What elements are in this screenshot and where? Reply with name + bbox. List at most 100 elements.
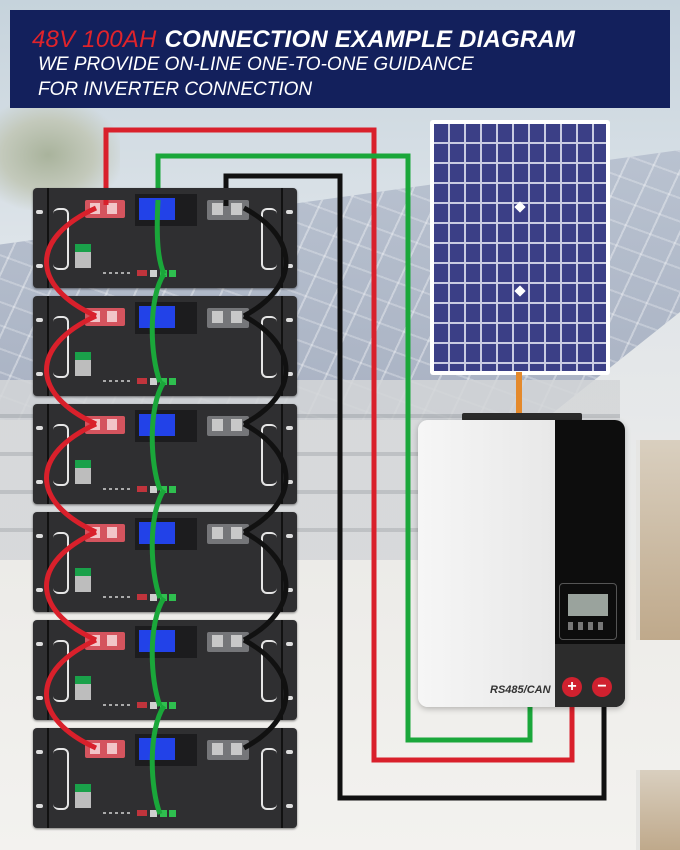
rack-ear-left [33,404,49,504]
comm-ports [103,810,193,817]
battery-display [135,626,197,658]
rack-hole [36,426,43,430]
battery-display [135,734,197,766]
rack-hole [286,210,293,214]
negative-jumper-cable [242,205,289,319]
subtitle-line-2: FOR INVERTER CONNECTION [38,79,313,100]
handle-right [261,208,277,270]
breaker-switch [75,784,91,808]
rack-hole [36,534,43,538]
subtitle-line-1: WE PROVIDE ON-LINE ONE-TO-ONE GUIDANCE [38,54,474,75]
handle-right [261,748,277,810]
handle-left [53,748,69,810]
handle-left [53,640,69,702]
breaker-switch [75,352,91,376]
rack-hole [36,750,43,754]
rack-hole [286,804,293,808]
battery-display [135,302,197,334]
negative-terminal [207,308,249,328]
pv-cable [516,372,522,422]
house-window [636,440,680,640]
rack-ear-right [281,620,297,720]
rack-ear-right [281,512,297,612]
positive-jumper-cable [44,637,98,751]
comm-ports [103,378,193,385]
inverter-mount-bracket [462,413,582,421]
handle-right [261,640,277,702]
negative-terminal [207,416,249,436]
positive-cable [103,127,575,763]
comm-jumper-cable [149,704,167,815]
header-banner: 48V 100AH CONNECTION EXAMPLE DIAGRAM WE P… [10,10,670,108]
rs485-can-label: RS485/CAN [490,684,551,696]
rack-hole [286,318,293,322]
comm-cable-end [154,199,167,275]
rack-hole [36,210,43,214]
handle-right [261,316,277,378]
rack-ear-left [33,728,49,828]
inverter-terminal-panel: + − [555,644,625,707]
battery-display [135,518,197,550]
rack-hole [286,534,293,538]
battery-lcd-screen [139,630,175,652]
diagram-title: CONNECTION EXAMPLE DIAGRAM [164,26,576,53]
negative-terminal [207,200,249,220]
rack-hole [36,264,43,268]
battery-spec-label: 48V 100AH [32,26,157,53]
rack-hole [286,480,293,484]
rack-hole [286,426,293,430]
comm-jumper-cable [149,380,167,491]
inverter-lcd-screen [568,594,608,616]
battery-lcd-screen [139,738,175,760]
negative-jumper-cable [242,529,289,643]
breaker-switch [75,244,91,268]
handle-left [53,532,69,594]
rack-hole [36,318,43,322]
handle-left [53,316,69,378]
battery-lcd-screen [139,414,175,436]
rack-hole [286,696,293,700]
handle-left [53,208,69,270]
battery-module [33,728,297,828]
negative-cable [223,173,607,801]
inverter-display [559,583,617,640]
battery-lcd-screen [139,522,175,544]
rack-hole [36,372,43,376]
handle-right [261,532,277,594]
rack-hole [36,642,43,646]
rack-ear-right [281,188,297,288]
rack-ear-left [33,512,49,612]
rack-ear-right [281,296,297,396]
solar-cells [434,124,606,371]
rack-hole [286,588,293,592]
solar-panel [430,120,610,375]
rack-ear-left [33,188,49,288]
negative-terminal [207,740,249,760]
house-window-lower [636,770,680,850]
communication-cable [155,153,533,743]
negative-jumper-cable [242,313,289,427]
negative-terminal [207,632,249,652]
battery-display [135,194,197,226]
negative-jumper-cable [242,421,289,535]
rack-hole [36,696,43,700]
comm-ports [103,702,193,709]
negative-jumper-cable [242,637,289,751]
comm-jumper-cable [149,488,167,599]
rack-ear-right [281,728,297,828]
rack-hole [286,750,293,754]
battery-module [33,404,297,504]
negative-terminal-icon: − [592,677,612,697]
rack-hole [286,372,293,376]
comm-jumper-cable [149,272,167,383]
hybrid-inverter: + − [418,420,625,707]
positive-jumper-cable [44,313,98,427]
rack-hole [286,264,293,268]
rack-ear-left [33,296,49,396]
battery-display [135,410,197,442]
inverter-body [418,420,555,707]
breaker-switch [75,568,91,592]
positive-jumper-cable [44,205,98,319]
